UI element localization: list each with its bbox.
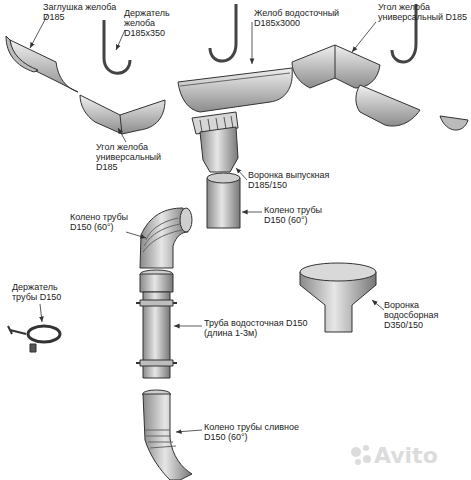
leader-line (118, 128, 126, 142)
gutter-corner (80, 95, 165, 134)
part-label: Угол желоба универсальный D185 (96, 142, 178, 172)
part-label: Заглушка желоба D185 (43, 2, 123, 22)
part-label: Угол желоба универсальный D185 (378, 2, 468, 22)
part-label: Колено трубы D150 (60°) (264, 205, 344, 225)
pipe-band (140, 300, 173, 366)
elbow-ribs (143, 218, 182, 252)
part-label: Воронка водосборная D350/150 (384, 300, 468, 330)
leader-line (252, 22, 253, 64)
clamp-screw (8, 326, 26, 334)
gutter-end-cap (440, 116, 468, 130)
gutter-piece (356, 85, 420, 126)
parts (6, 4, 468, 480)
pipe-end (180, 208, 192, 232)
leader-line (236, 168, 247, 180)
logo-dot (355, 459, 361, 465)
gutter-corner (292, 45, 380, 88)
leader-line (372, 300, 384, 310)
leader-line (126, 232, 146, 238)
leader-line (174, 326, 202, 327)
leader-line (242, 212, 262, 213)
band-screws (136, 303, 177, 363)
part-label: Желоб водосточный D185x3000 (254, 8, 354, 28)
pipe-elbow (207, 178, 240, 228)
leader-lines (30, 14, 384, 432)
pipe-end (207, 173, 240, 183)
part-label: Держатель трубы D150 (12, 282, 82, 302)
pipe-clamp (28, 326, 60, 342)
gutter-end-piece (10, 40, 78, 92)
watermark-logo (351, 445, 371, 465)
part-label: Воронка выпускная D185/150 (248, 170, 340, 190)
leader-line (352, 22, 376, 52)
logo-dot (363, 445, 369, 451)
pipe-coupling (140, 274, 173, 292)
leader-line (116, 30, 125, 50)
gutter-rim (180, 73, 290, 86)
clamp-pin (30, 344, 36, 352)
part-label: Колено трубы сливное D150 (60°) (204, 422, 304, 442)
funnel-rim (300, 263, 376, 281)
gutter-straight (178, 68, 292, 112)
leader-line (176, 430, 202, 432)
corner-seam (120, 115, 122, 134)
drain-elbow (143, 394, 192, 480)
logo-dot (363, 455, 371, 463)
leader-line (40, 304, 42, 322)
part-label: Труба водосточная D150 (длина 1-3м) (204, 318, 314, 338)
elbow-ribs (145, 430, 176, 448)
corner-seam (335, 45, 336, 78)
part-label: Держатель желоба D185x350 (124, 8, 184, 38)
logo-dot (351, 447, 361, 457)
gutter-hook (210, 4, 236, 61)
part-label: Колено трубы D150 (60°) (70, 212, 132, 232)
outlet-funnel (200, 127, 238, 172)
watermark: Avito (374, 443, 464, 468)
